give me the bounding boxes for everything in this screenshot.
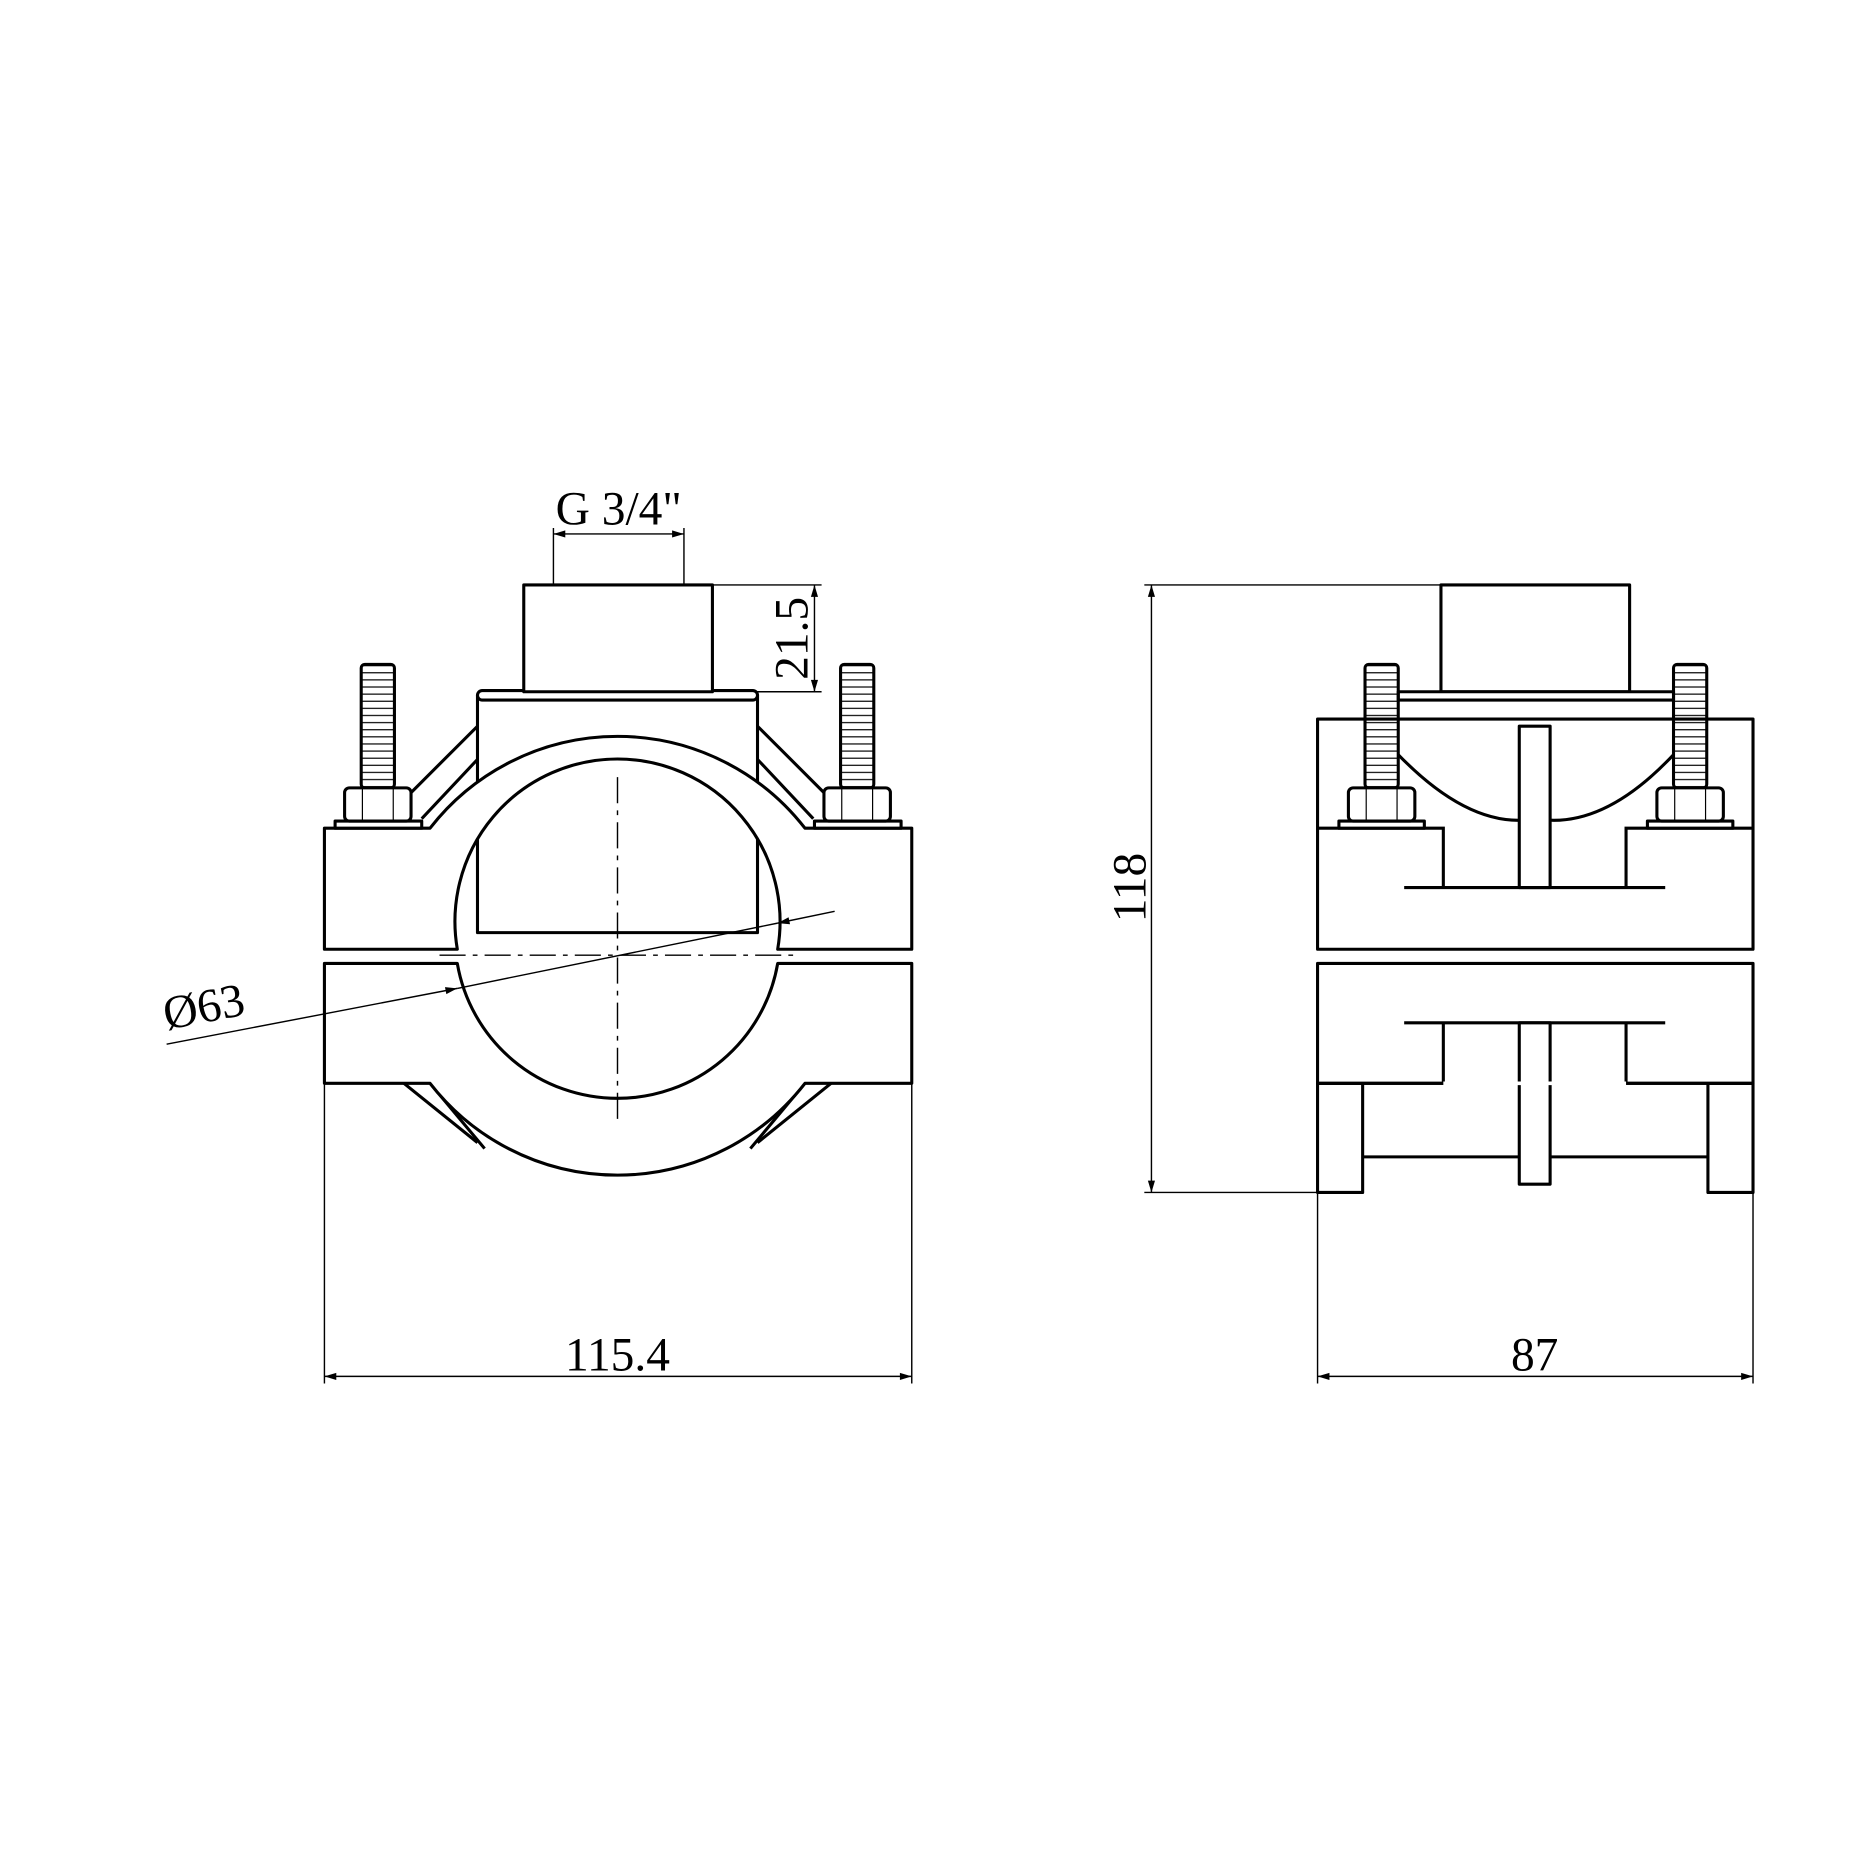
side-right-bolt bbox=[1645, 662, 1735, 830]
side-width-dimension: 87 bbox=[1316, 1192, 1754, 1384]
thread-label: G 3/4" bbox=[556, 483, 682, 535]
upper-clamp-half bbox=[322, 734, 914, 951]
side-leg-right bbox=[1706, 1081, 1755, 1195]
side-outlet bbox=[1439, 583, 1632, 694]
side-lower-post bbox=[1517, 1021, 1552, 1186]
total-height-label: 118 bbox=[1105, 853, 1157, 922]
side-width-label: 87 bbox=[1511, 1329, 1558, 1381]
side-leg-left bbox=[1316, 1081, 1365, 1195]
upper-ribs bbox=[405, 725, 830, 820]
boss-height-label: 21.5 bbox=[766, 597, 818, 680]
thread-dimension: G 3/4" bbox=[552, 483, 685, 585]
threaded-outlet bbox=[522, 583, 714, 694]
side-saddle-rim bbox=[1396, 690, 1676, 702]
total-height-dimension: 118 bbox=[1105, 584, 1441, 1194]
side-upper-post bbox=[1517, 724, 1552, 890]
right-bolt bbox=[812, 662, 903, 830]
side-left-bolt bbox=[1337, 662, 1426, 830]
boss-height-dimension: 21.5 bbox=[712, 584, 822, 693]
left-bolt bbox=[333, 662, 424, 830]
front-view: Ø63 G 3/4" 21.5 115.4 bbox=[159, 483, 914, 1384]
front-width-dimension: 115.4 bbox=[323, 1083, 913, 1384]
lower-clamp-half bbox=[322, 961, 914, 1177]
side-view: 118 87 bbox=[1105, 583, 1755, 1384]
front-width-label: 115.4 bbox=[565, 1329, 670, 1381]
